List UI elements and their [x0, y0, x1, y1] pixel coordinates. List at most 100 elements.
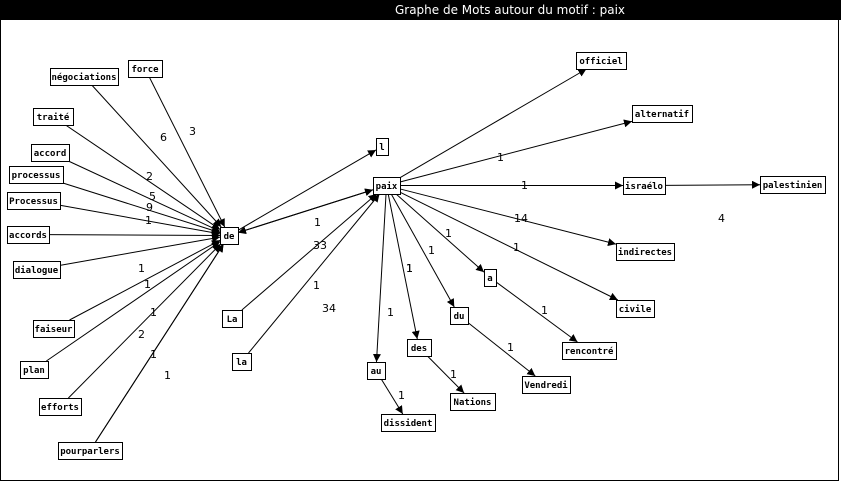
edge-au-to-dissident: 1 — [380, 378, 405, 415]
node-box — [381, 414, 436, 432]
node-box — [450, 307, 469, 325]
node-Processus[interactable]: Processus — [7, 192, 61, 210]
node-negociations[interactable]: négociations — [50, 68, 119, 86]
edge-weight-label: 1 — [450, 368, 457, 381]
edge-force-to-de: 3 — [148, 76, 226, 228]
graph-canvas[interactable]: 362591111211133134111441111111111 forcen… — [0, 20, 841, 483]
node-La[interactable]: La — [222, 310, 243, 328]
edge-weight-label: 1 — [541, 304, 548, 317]
edge-paix-to-alternatif: 1 — [399, 119, 633, 192]
node-des[interactable]: des — [407, 339, 432, 357]
node-au[interactable]: au — [367, 362, 386, 380]
node-dialogue[interactable]: dialogue — [13, 261, 61, 279]
word-graph: 362591111211133134111441111111111 forcen… — [7, 52, 826, 460]
edge-line — [69, 239, 221, 321]
node-la[interactable]: la — [232, 353, 252, 371]
node-box — [20, 361, 49, 379]
node-box — [632, 105, 693, 123]
node-label: rencontré — [565, 346, 614, 357]
node-israelo[interactable]: israélo — [623, 177, 666, 195]
node-label: paix — [376, 181, 398, 192]
node-label: efforts — [41, 403, 79, 413]
node-accord[interactable]: accord — [31, 144, 70, 162]
node-box — [623, 177, 666, 195]
edge-line — [48, 231, 221, 240]
window-title: Graphe de Mots autour du motif : paix — [394, 3, 626, 17]
edge-line — [237, 149, 377, 231]
edge-line — [237, 189, 374, 235]
edge-paix-to-des: 1 — [387, 193, 420, 340]
node-officiel[interactable]: officiel — [576, 52, 627, 70]
edge-La-to-paix: 1 — [241, 193, 377, 311]
edge-plan-to-de: 1 — [46, 241, 221, 362]
node-box — [616, 300, 655, 318]
edge-weight-label: 3 — [189, 125, 196, 138]
node-box — [484, 269, 497, 287]
edge-weight-label: 6 — [160, 131, 167, 144]
node-box — [13, 261, 61, 279]
node-de[interactable]: de — [220, 227, 239, 245]
node-Nations[interactable]: Nations — [450, 393, 496, 411]
edge-weight-label: 1 — [313, 279, 320, 292]
edge-paix-to-de: 33 — [237, 189, 374, 252]
node-box — [7, 192, 61, 210]
node-faiseur[interactable]: faiseur — [33, 320, 75, 338]
node-paix[interactable]: paix — [373, 177, 401, 195]
edge-weight-label: 1 — [150, 348, 157, 361]
edge-weight-label: 1 — [145, 214, 152, 227]
edge-accord-to-de: 5 — [68, 160, 221, 232]
edge-line — [59, 204, 221, 237]
node-rencontre[interactable]: rencontré — [562, 342, 617, 360]
node-box — [616, 243, 675, 261]
node-label: pourparlers — [60, 447, 120, 457]
title-bar: Graphe de Mots autour du motif : paix — [0, 0, 841, 20]
node-label: a — [487, 274, 492, 284]
edge-processus-to-de: 9 — [62, 182, 221, 235]
edge-accords-to-de — [48, 231, 221, 240]
node-traite[interactable]: traité — [33, 108, 74, 126]
edge-paix-to-israelo: 14 — [400, 181, 623, 225]
edge-line — [91, 84, 222, 228]
node-box — [128, 60, 163, 78]
edge-weight-label: 2 — [146, 170, 153, 183]
edge-line — [495, 281, 578, 343]
edge-line — [399, 68, 587, 179]
node-a[interactable]: a — [484, 269, 497, 287]
node-alternatif[interactable]: alternatif — [632, 105, 693, 123]
node-box — [222, 310, 243, 328]
node-pourparlers[interactable]: pourparlers — [58, 442, 123, 460]
node-civile[interactable]: civile — [616, 300, 655, 318]
edge-efforts-to-de: 2 — [68, 243, 221, 399]
node-accords[interactable]: accords — [7, 226, 50, 244]
node-efforts[interactable]: efforts — [39, 398, 82, 416]
edge-weight-label: 4 — [718, 212, 725, 225]
edge-traite-to-de: 2 — [65, 124, 221, 230]
node-box — [9, 166, 64, 184]
node-plan[interactable]: plan — [20, 361, 49, 379]
edge-weight-label: 1 — [513, 241, 520, 254]
edge-paix-to-du: 1 — [390, 193, 455, 308]
node-Vendredi[interactable]: Vendredi — [522, 376, 571, 394]
node-palestinien[interactable]: palestinien — [760, 176, 826, 194]
node-label: plan — [23, 366, 45, 376]
node-box — [376, 138, 389, 156]
edge-weight-label: 1 — [428, 244, 435, 257]
node-box — [33, 320, 75, 338]
edge-paix-to-au: 1 — [372, 193, 394, 363]
node-dissident[interactable]: dissident — [381, 414, 436, 432]
edge-weight-label: 1 — [314, 216, 321, 229]
edge-du-to-Vendredi: 1 — [467, 322, 536, 377]
node-force[interactable]: force — [128, 60, 163, 78]
edge-line — [68, 160, 221, 232]
edge-weight-label: 1 — [398, 389, 405, 402]
node-label: accords — [9, 231, 47, 241]
node-box — [33, 108, 74, 126]
edge-line — [387, 193, 420, 340]
node-indirectes[interactable]: indirectes — [616, 243, 675, 261]
edge-weight-label: 1 — [387, 306, 394, 319]
node-processus[interactable]: processus — [9, 166, 64, 184]
edge-pourparlers-to-de: 1 — [95, 243, 224, 443]
node-1[interactable]: l — [376, 138, 389, 156]
node-du[interactable]: du — [450, 307, 469, 325]
node-label: accord — [34, 149, 67, 159]
